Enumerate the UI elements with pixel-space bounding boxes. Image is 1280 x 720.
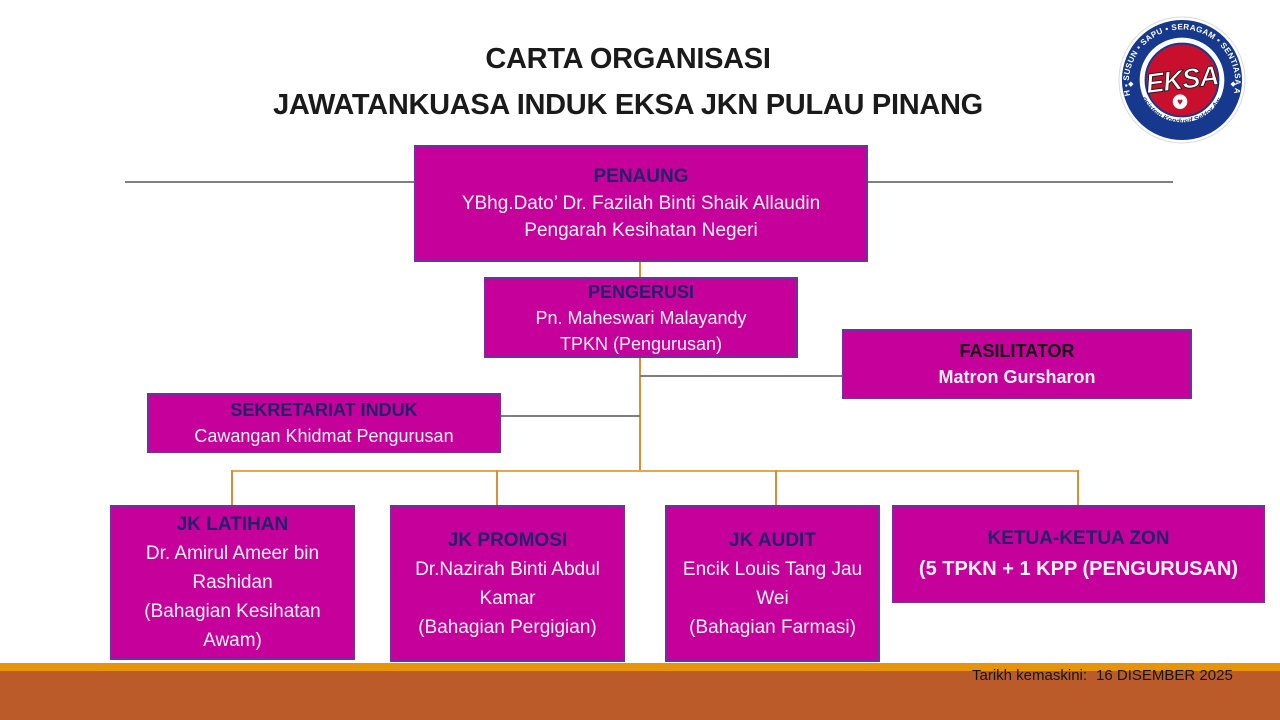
eksa-logo: SISIH • SUSUN • SAPU • SERAGAM • SENTIAS… — [1116, 16, 1246, 144]
logo-diamond-left: ◆ — [1128, 81, 1134, 88]
org-box-penaung-name: YBhg.Dato’ Dr. Fazilah Binti Shaik Allau… — [461, 193, 821, 214]
footer-bar — [0, 671, 1280, 720]
org-box-fasilitator: FASILITATOR Matron Gursharon — [842, 329, 1192, 399]
org-box-jk-promosi-title: JK PROMOSI — [447, 529, 568, 551]
org-box-sekretariat-name: Cawangan Khidmat Pengurusan — [194, 426, 454, 446]
org-box-jk-latihan-dept: (Bahagian Kesihatan Awam) — [144, 601, 321, 651]
org-box-ketua-zon: KETUA-KETUA ZON (5 TPKN + 1 KPP (PENGURU… — [892, 505, 1265, 603]
logo-heart-badge — [1171, 93, 1189, 111]
slide-title: CARTA ORGANISASI JAWATANKUASA INDUK EKSA… — [0, 36, 1256, 128]
org-box-jk-audit-dept: (Bahagian Farmasi) — [689, 616, 856, 638]
footer-updated-text: Tarikh kemaskini: 16 DISEMBER 2025 — [972, 667, 1233, 684]
connector-drop-jk-latihan — [231, 470, 233, 505]
org-box-jk-latihan-name: Dr. Amirul Ameer bin Rashidan — [145, 543, 320, 593]
connector-drop-ketua-zon — [1077, 470, 1079, 505]
org-box-jk-audit-name: Encik Louis Tang Jau Wei — [682, 558, 863, 609]
org-box-penaung: PENAUNG YBhg.Dato’ Dr. Fazilah Binti Sha… — [414, 145, 868, 262]
org-box-pengerusi-role: TPKN (Pengurusan) — [559, 333, 723, 354]
footer-updated-label: Tarikh kemaskini: — [972, 667, 1088, 684]
footer-updated-date: 16 DISEMBER 2025 — [1096, 667, 1233, 684]
org-box-jk-promosi-name: Dr.Nazirah Binti Abdul Kamar — [415, 558, 600, 609]
logo-diamond-right: ◆ — [1231, 81, 1237, 88]
org-box-jk-latihan-title: JK LATIHAN — [176, 514, 289, 535]
connector-drop-jk-promosi — [496, 470, 498, 505]
connector-distribution — [231, 470, 1079, 472]
org-box-penaung-role: Pengarah Kesihatan Negeri — [524, 220, 758, 241]
org-box-ketua-zon-title: KETUA-KETUA ZON — [987, 528, 1170, 549]
connector-sekretariat — [501, 415, 640, 417]
org-box-sekretariat: SEKRETARIAT INDUK Cawangan Khidmat Pengu… — [147, 393, 501, 453]
org-box-ketua-zon-detail: (5 TPKN + 1 KPP (PENGURUSAN) — [918, 558, 1239, 580]
logo-red-core — [1144, 42, 1220, 118]
org-box-fasilitator-title: FASILITATOR — [959, 341, 1075, 361]
org-box-jk-promosi-dept: (Bahagian Pergigian) — [418, 616, 597, 638]
org-box-jk-latihan: JK LATIHAN Dr. Amirul Ameer bin Rashidan… — [110, 505, 355, 660]
org-box-pengerusi-title: PENGERUSI — [587, 281, 695, 302]
connector-drop-jk-audit — [775, 470, 777, 505]
org-box-sekretariat-title: SEKRETARIAT INDUK — [230, 400, 418, 420]
logo-heart-icon: ♥ — [1177, 97, 1183, 108]
slide-title-line2: JAWATANKUASA INDUK EKSA JKN PULAU PINANG — [273, 89, 983, 121]
org-box-jk-promosi: JK PROMOSI Dr.Nazirah Binti Abdul Kamar … — [390, 505, 625, 662]
org-box-jk-audit: JK AUDIT Encik Louis Tang Jau Wei (Bahag… — [665, 505, 880, 662]
org-box-jk-audit-title: JK AUDIT — [729, 529, 816, 551]
org-box-pengerusi-name: Pn. Maheswari Malayandy — [535, 307, 747, 328]
org-box-penaung-title: PENAUNG — [593, 166, 689, 187]
connector-fasilitator — [640, 375, 842, 377]
connector-pengerusi-trunk — [639, 357, 641, 471]
footer-accent-strip — [0, 663, 1280, 671]
org-box-pengerusi: PENGERUSI Pn. Maheswari Malayandy TPKN (… — [484, 277, 798, 358]
org-box-fasilitator-name: Matron Gursharon — [938, 367, 1096, 387]
slide-title-line1: CARTA ORGANISASI — [485, 43, 771, 75]
connector-penaung-pengerusi — [639, 262, 641, 277]
